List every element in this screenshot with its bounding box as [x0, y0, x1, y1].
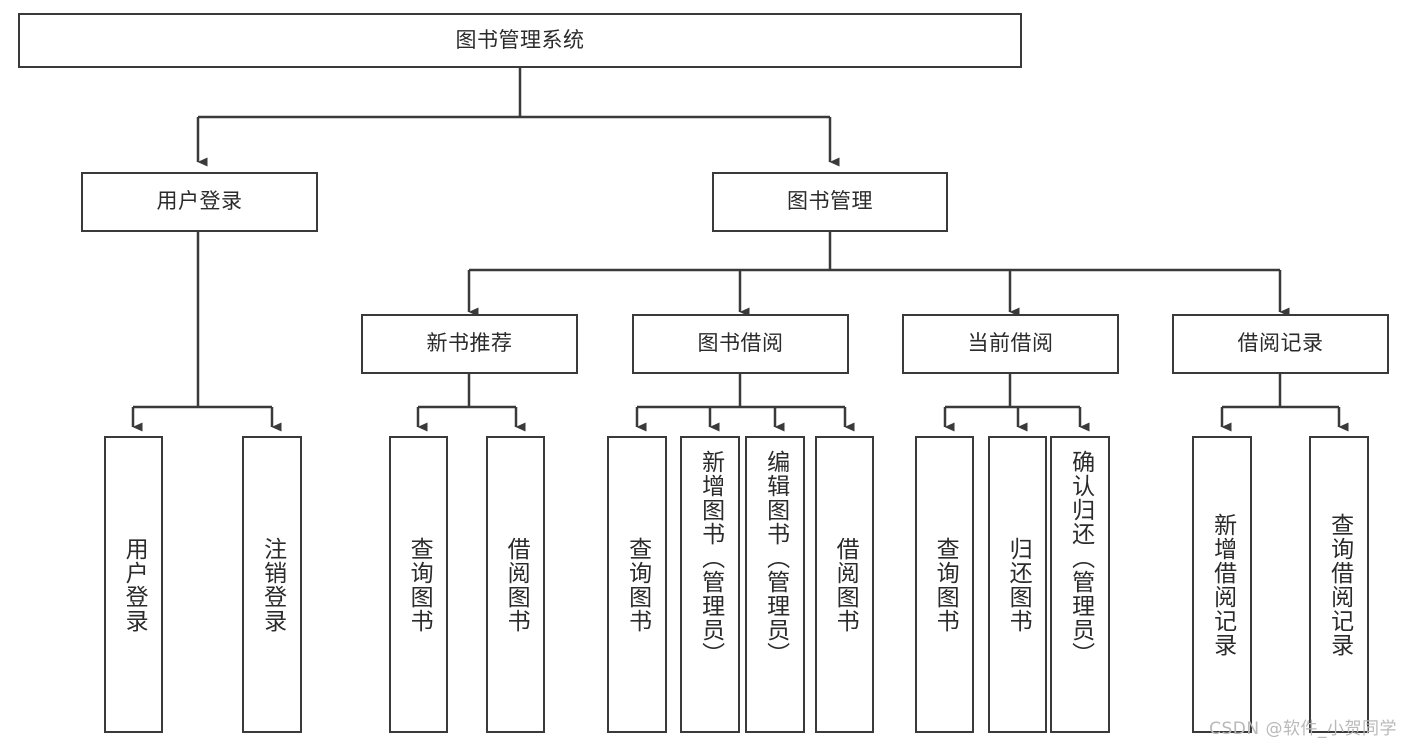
node-leaf-add-book[interactable]: 新增图书（管理员） — [680, 436, 740, 733]
node-leaf-edit-book[interactable]: 编辑图书（管理员） — [745, 436, 805, 733]
leaf-label: 编辑图书（管理员） — [762, 450, 789, 666]
node-user-login[interactable]: 用户登录 — [81, 172, 318, 232]
leaf-label: 查询图书 — [932, 536, 959, 633]
node-leaf-logout-login[interactable]: 注销登录 — [242, 436, 302, 733]
node-leaf-query-book-1[interactable]: 查询图书 — [389, 436, 448, 733]
node-borrow-record[interactable]: 借阅记录 — [1172, 314, 1389, 374]
node-root-system[interactable]: 图书管理系统 — [18, 13, 1022, 68]
node-current-borrow[interactable]: 当前借阅 — [902, 314, 1119, 374]
node-leaf-user-login[interactable]: 用户登录 — [104, 436, 163, 733]
leaf-label: 确认归还（管理员） — [1067, 450, 1094, 666]
leaf-label: 新增借阅记录 — [1209, 512, 1236, 657]
node-leaf-confirm-return[interactable]: 确认归还（管理员） — [1050, 436, 1110, 733]
watermark-text: CSDN @软件_小贺同学 — [1209, 719, 1397, 739]
node-leaf-return-book[interactable]: 归还图书 — [988, 436, 1047, 733]
node-leaf-query-book-3[interactable]: 查询图书 — [915, 436, 974, 733]
node-leaf-borrow-book-2[interactable]: 借阅图书 — [815, 436, 874, 733]
leaf-label: 查询图书 — [406, 536, 433, 633]
leaf-label: 注销登录 — [259, 536, 286, 633]
node-book-management[interactable]: 图书管理 — [712, 172, 948, 232]
leaf-label: 借阅图书 — [503, 536, 530, 633]
leaf-label: 归还图书 — [1005, 536, 1032, 633]
node-leaf-add-record[interactable]: 新增借阅记录 — [1192, 436, 1252, 733]
leaf-label: 借阅图书 — [832, 536, 859, 633]
node-leaf-query-record[interactable]: 查询借阅记录 — [1309, 436, 1369, 733]
leaf-label: 用户登录 — [121, 536, 148, 633]
leaf-label: 查询借阅记录 — [1326, 512, 1353, 657]
node-book-borrow[interactable]: 图书借阅 — [632, 314, 849, 374]
leaf-label: 查询图书 — [624, 536, 651, 633]
node-new-book-recommend[interactable]: 新书推荐 — [361, 314, 578, 374]
node-leaf-query-book-2[interactable]: 查询图书 — [607, 436, 667, 733]
leaf-label: 新增图书（管理员） — [697, 450, 724, 666]
node-leaf-borrow-book-1[interactable]: 借阅图书 — [486, 436, 545, 733]
